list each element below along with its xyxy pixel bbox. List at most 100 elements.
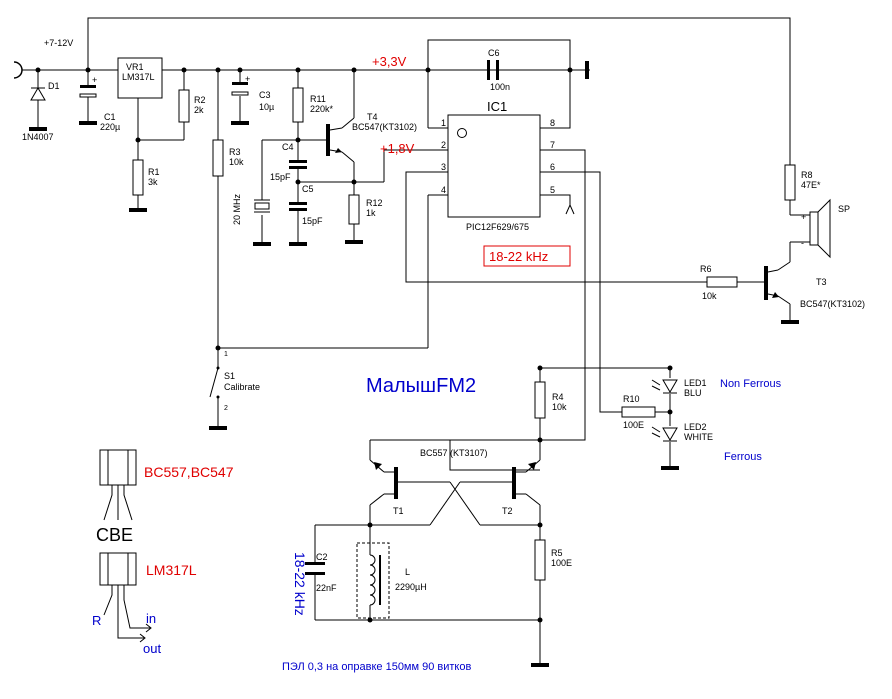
c1-plus: + xyxy=(92,75,97,85)
t12-part: BC557 (KT3107) xyxy=(420,448,488,458)
capacitor-c3 xyxy=(231,82,249,96)
power-input-jack xyxy=(13,61,23,79)
capacitor-c1 xyxy=(79,85,97,98)
resistor-r5 xyxy=(534,539,546,581)
junctions xyxy=(35,67,673,623)
transistor-t2 xyxy=(512,462,536,499)
resistor-r1 xyxy=(132,159,144,196)
led1-name: LED1 xyxy=(684,378,707,388)
r1-value: 3k xyxy=(148,177,158,187)
c4-name: C4 xyxy=(282,142,294,152)
r3-value: 10k xyxy=(229,157,244,167)
r2-value: 2k xyxy=(194,105,204,115)
r10-value: 100E xyxy=(623,420,644,430)
t3-name: T3 xyxy=(816,277,827,287)
ic1-part: PIC12F629/675 xyxy=(466,222,529,232)
led2-color: WHITE xyxy=(684,432,713,442)
ic1-pin1-marker xyxy=(457,128,467,138)
s1-label: Calibrate xyxy=(224,382,260,392)
r6-value: 10k xyxy=(702,291,717,301)
r5-value: 100E xyxy=(551,558,572,568)
pinout2-out: out xyxy=(143,641,161,656)
ground-symbols xyxy=(29,61,799,667)
t3-part: BC547(KT3102) xyxy=(800,299,865,309)
freq-vertical-label: 18-22 kHz xyxy=(292,552,308,616)
ic1-name: IC1 xyxy=(487,99,507,114)
transistor-t4 xyxy=(326,124,343,156)
t4-part: BC547(KT3102) xyxy=(352,122,417,132)
vr1-part: LM317L xyxy=(122,72,155,82)
d1-name: D1 xyxy=(48,81,60,91)
r1-name: R1 xyxy=(148,167,160,177)
freq-label: 18-22 kHz xyxy=(489,249,548,264)
c3-plus: + xyxy=(245,74,250,84)
capacitor-c4 xyxy=(289,160,307,169)
wires xyxy=(22,17,810,665)
coil-value: 2290µH xyxy=(395,582,427,592)
r4-name: R4 xyxy=(552,392,564,402)
ic1-pin-5: 5 xyxy=(550,185,555,195)
c6-name: C6 xyxy=(488,48,500,58)
pinout2-in: in xyxy=(146,611,156,626)
r10-name: R10 xyxy=(623,394,640,404)
r8-name: R8 xyxy=(801,170,813,180)
transistor-pinout-icon xyxy=(99,449,137,521)
c5-value: 15pF xyxy=(302,216,323,226)
s1-pin2: 2 xyxy=(224,405,228,412)
led2-white xyxy=(651,426,678,442)
resistor-r4 xyxy=(534,381,546,419)
coil-shield xyxy=(356,542,390,619)
coil-l xyxy=(369,554,381,606)
r2-name: R2 xyxy=(194,95,206,105)
pinout2-part: LM317L xyxy=(146,562,197,578)
c4-value: 15pF xyxy=(270,172,291,182)
regulator-pinout-icon xyxy=(99,552,152,643)
ic1-pin-8: 8 xyxy=(550,118,555,128)
crystal-label: 20 MHz xyxy=(232,193,242,225)
diode-d1 xyxy=(30,87,46,101)
regulator-vr1 xyxy=(117,57,163,99)
supply-label: +7-12V xyxy=(44,38,73,48)
t1-name: T1 xyxy=(393,506,404,516)
capacitor-c5 xyxy=(289,202,307,211)
t4-name: T4 xyxy=(367,112,378,122)
rail-1v8-label: +1,8V xyxy=(380,141,415,156)
resistor-r3 xyxy=(212,139,224,177)
coil-name: L xyxy=(405,567,410,577)
c1-name: C1 xyxy=(104,112,116,122)
resistor-r11 xyxy=(292,87,304,123)
c1-value: 220µ xyxy=(100,122,120,132)
capacitor-c6 xyxy=(487,60,499,80)
r4-value: 10k xyxy=(552,402,567,412)
led1-blue xyxy=(651,379,678,394)
ic1-pin-3: 3 xyxy=(441,162,446,172)
resistor-r12 xyxy=(348,194,360,225)
r6-name: R6 xyxy=(700,264,712,274)
ic1-pin-6: 6 xyxy=(550,162,555,172)
resistor-r10 xyxy=(621,406,656,418)
vr1-name: VR1 xyxy=(126,62,144,72)
crystal-20mhz xyxy=(254,199,270,213)
r12-name: R12 xyxy=(366,198,383,208)
sp-minus: - xyxy=(801,238,804,248)
schematic-title: МалышFM2 xyxy=(366,375,476,397)
c5-name: C5 xyxy=(302,184,314,194)
d1-part: 1N4007 xyxy=(22,132,54,142)
ic1-pin-2: 2 xyxy=(441,140,446,150)
rail-3v3-label: +3,3V xyxy=(372,54,407,69)
freq-arrow-icon xyxy=(565,203,575,215)
resistor-r6 xyxy=(706,276,738,288)
r12-value: 1k xyxy=(366,208,376,218)
switch-s1[interactable] xyxy=(209,366,220,399)
r3-name: R3 xyxy=(229,147,241,157)
coil-note: ПЭЛ 0,3 на оправке 150мм 90 витков xyxy=(282,661,471,673)
resistor-r8 xyxy=(784,164,796,201)
sp-name: SP xyxy=(838,204,850,214)
r11-value: 220k* xyxy=(310,104,334,114)
c6-value: 100n xyxy=(490,82,510,92)
led1-color: BLU xyxy=(684,388,702,398)
transistor-t1 xyxy=(374,462,398,499)
speaker-icon xyxy=(809,198,831,259)
freq-box xyxy=(483,245,571,267)
